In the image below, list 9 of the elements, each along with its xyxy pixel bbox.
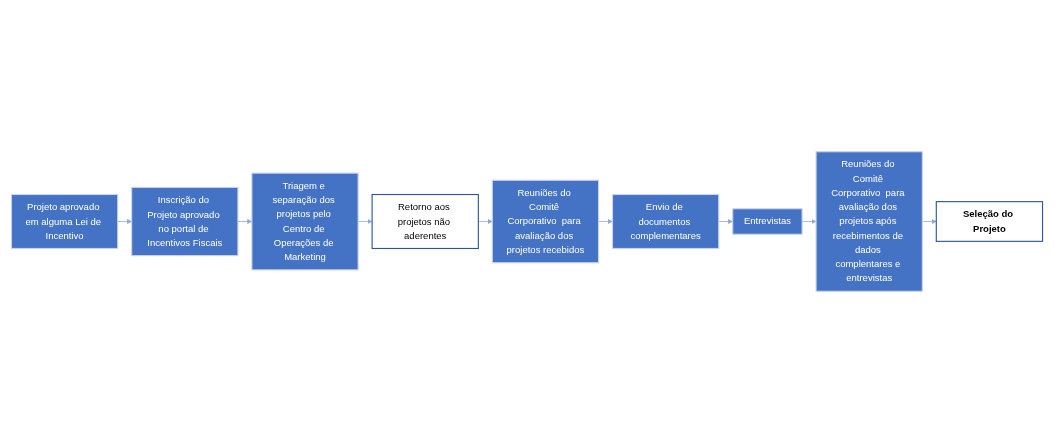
- node-box: Entrevistas: [732, 208, 803, 235]
- node-box: Seleção do Projeto: [935, 201, 1044, 242]
- node-box: Projeto aprovado em alguma Lei de Incentivo: [10, 193, 119, 250]
- node-box: Retorno aos projetos não aderentes: [371, 193, 479, 250]
- node-box: Triagem e separação dos projetos pelo Centro de Operações de Marketing: [251, 172, 359, 271]
- node-box: Inscrição do Projeto aprovado no portal de Incentivos Fiscais: [131, 186, 239, 257]
- node-box: Reuniões do Comitê Corporativo para avaliação dos projetos após recebimentos de dados complentares e entrevistas: [815, 151, 923, 292]
- node-box: Envio de documentos complementares: [611, 193, 720, 250]
- node-box: Reuniões do Comitê Corporativo para avaliação dos projetos recebidos: [491, 179, 600, 264]
